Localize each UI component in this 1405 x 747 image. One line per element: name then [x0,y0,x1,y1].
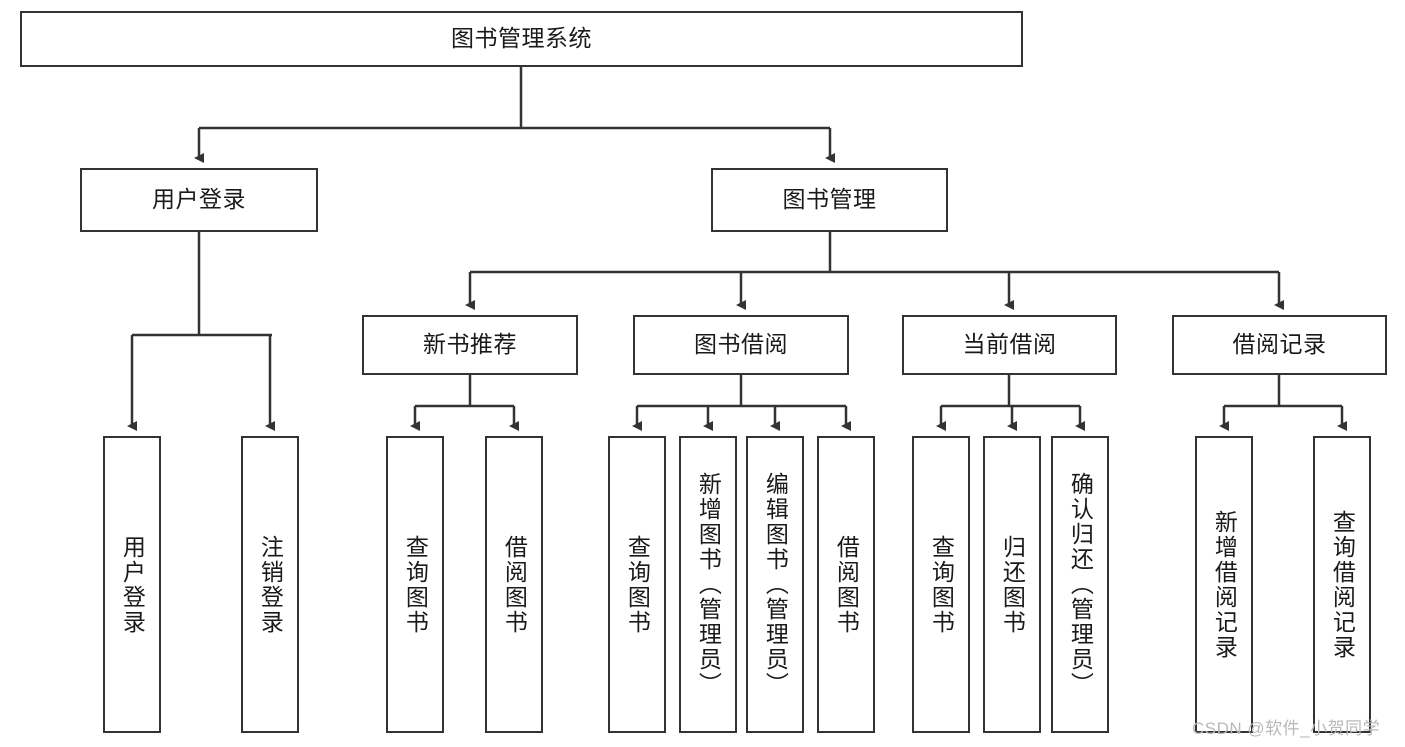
node-leaf-borrow-book-a[interactable]: 借阅图书 [485,436,543,733]
node-leaf-edit-book[interactable]: 编辑图书（管理员） [746,436,804,733]
node-book-borrow[interactable]: 图书借阅 [633,315,849,375]
node-user-login[interactable]: 用户登录 [80,168,318,232]
node-user-login-label: 用户登录 [152,186,246,213]
node-leaf-confirm-return[interactable]: 确认归还（管理员） [1051,436,1109,733]
node-leaf-add-record-label: 新增借阅记录 [1211,509,1238,660]
node-leaf-query-record[interactable]: 查询借阅记录 [1313,436,1371,733]
node-leaf-borrow-book-b[interactable]: 借阅图书 [817,436,875,733]
node-leaf-borrow-book-b-label: 借阅图书 [833,534,860,635]
node-book-borrow-label: 图书借阅 [694,331,788,358]
node-leaf-confirm-return-label: 确认归还（管理员） [1067,472,1094,697]
node-leaf-user-login[interactable]: 用户登录 [103,436,161,733]
node-current-borrow-label: 当前借阅 [962,331,1057,358]
node-leaf-query-book-a-label: 查询图书 [402,534,429,635]
node-leaf-borrow-book-a-label: 借阅图书 [501,534,528,635]
watermark: CSDN @软件_小贺同学 [1192,719,1381,738]
node-leaf-user-login-label: 用户登录 [119,534,146,635]
node-leaf-query-book-c-label: 查询图书 [928,534,955,635]
node-leaf-logout-login-label: 注销登录 [257,534,284,635]
node-leaf-logout-login[interactable]: 注销登录 [241,436,299,733]
node-borrow-record-label: 借阅记录 [1232,331,1327,358]
node-leaf-add-record[interactable]: 新增借阅记录 [1195,436,1253,733]
node-leaf-add-book-label: 新增图书（管理员） [695,472,722,697]
node-leaf-return-book[interactable]: 归还图书 [983,436,1041,733]
node-leaf-query-book-b[interactable]: 查询图书 [608,436,666,733]
node-book-manage-label: 图书管理 [782,186,877,213]
node-leaf-query-book-b-label: 查询图书 [624,534,651,635]
node-leaf-add-book[interactable]: 新增图书（管理员） [679,436,737,733]
node-leaf-query-book-c[interactable]: 查询图书 [912,436,970,733]
node-leaf-return-book-label: 归还图书 [999,534,1026,635]
node-root-label: 图书管理系统 [451,25,592,52]
node-leaf-query-record-label: 查询借阅记录 [1329,509,1356,660]
node-root[interactable]: 图书管理系统 [20,11,1023,67]
node-borrow-record[interactable]: 借阅记录 [1172,315,1387,375]
node-leaf-query-book-a[interactable]: 查询图书 [386,436,444,733]
node-current-borrow[interactable]: 当前借阅 [902,315,1117,375]
node-book-manage[interactable]: 图书管理 [711,168,948,232]
node-new-book-recommend-label: 新书推荐 [423,331,517,358]
node-new-book-recommend[interactable]: 新书推荐 [362,315,578,375]
node-leaf-edit-book-label: 编辑图书（管理员） [762,472,789,697]
